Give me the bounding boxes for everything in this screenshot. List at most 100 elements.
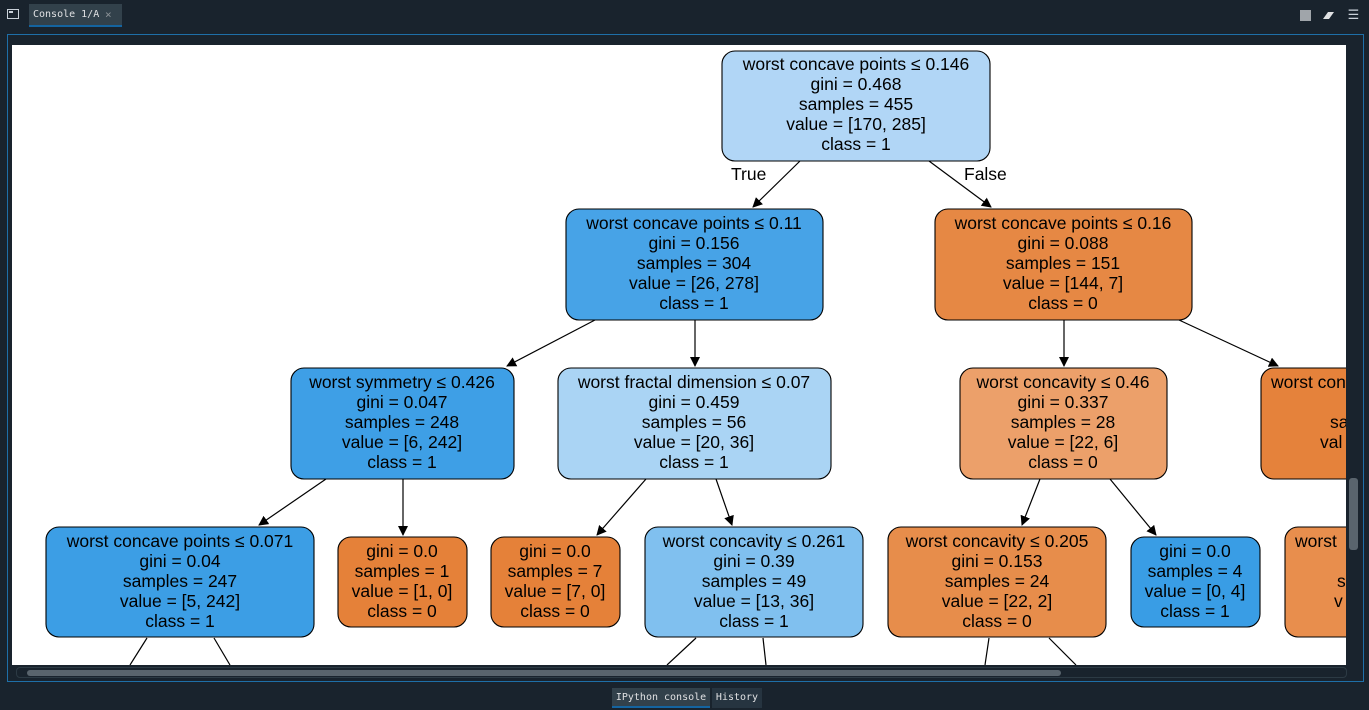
node-n10-line-4: class = 1	[719, 611, 789, 631]
edge-n4-n9	[596, 478, 647, 536]
node-n7-line-3: value = [5, 242]	[120, 591, 240, 611]
node-n11-line-0: worst concavity ≤ 0.205	[905, 531, 1089, 551]
tree-node-n1: worst concave points ≤ 0.11 gini = 0.156…	[565, 208, 824, 321]
horizontal-scroll-thumb[interactable]	[27, 670, 1061, 676]
node-n2-line-0: worst concave points ≤ 0.16	[954, 213, 1172, 233]
node-n12-line-0: gini = 0.0	[1159, 541, 1231, 561]
node-n2-line-1: gini = 0.088	[1018, 233, 1109, 253]
stop-icon[interactable]	[1300, 10, 1311, 21]
tab-console-label: Console 1/A	[33, 9, 100, 20]
edge-n5-n11	[1020, 478, 1041, 526]
node-n0-line-0: worst concave points ≤ 0.146	[742, 54, 970, 74]
node-n7-line-4: class = 1	[145, 611, 215, 631]
node-n6-line-3: val	[1320, 432, 1342, 452]
node-n7-line-1: gini = 0.04	[139, 551, 221, 571]
node-n2-line-2: samples = 151	[1006, 253, 1120, 273]
edge-n1-n3	[506, 319, 596, 367]
node-n7-line-2: samples = 247	[123, 571, 237, 591]
tab-console-1a[interactable]: Console 1/A ×	[29, 4, 122, 27]
node-n4-line-2: samples = 56	[642, 412, 747, 432]
node-n13-line-3: v	[1334, 591, 1343, 611]
node-n6-line-2: sa	[1330, 412, 1346, 432]
node-n1-line-3: value = [26, 278]	[629, 273, 759, 293]
node-n13-line-0: worst	[1294, 531, 1337, 551]
tree-node-n3: worst symmetry ≤ 0.426 gini = 0.047 samp…	[290, 367, 515, 480]
node-n2-line-4: class = 0	[1028, 293, 1098, 313]
edge-n0-n2	[928, 160, 992, 208]
node-n11-line-1: gini = 0.153	[952, 551, 1043, 571]
node-n1-line-0: worst concave points ≤ 0.11	[585, 213, 802, 233]
tree-node-n4: worst fractal dimension ≤ 0.07 gini = 0.…	[557, 367, 832, 480]
node-n3-line-4: class = 1	[367, 452, 437, 472]
edge-n7-down-b	[213, 637, 231, 665]
node-n0-line-4: class = 1	[821, 134, 891, 154]
node-n8-line-0: gini = 0.0	[366, 541, 438, 561]
node-n4-line-0: worst fractal dimension ≤ 0.07	[577, 372, 810, 392]
node-n9-line-1: samples = 7	[508, 561, 603, 581]
node-n3-line-0: worst symmetry ≤ 0.426	[308, 372, 495, 392]
window-icon[interactable]	[7, 9, 19, 19]
node-n7-line-0: worst concave points ≤ 0.071	[66, 531, 294, 551]
node-n6-line-0: worst con	[1270, 372, 1346, 392]
tree-node-n13-partial: worst s v	[1284, 526, 1346, 638]
node-n10-line-0: worst concavity ≤ 0.261	[662, 531, 846, 551]
tree-edges	[129, 160, 1279, 665]
node-n0-line-1: gini = 0.468	[811, 74, 902, 94]
edge-n10-down-b	[762, 637, 767, 665]
console-tab-bar: Console 1/A × ☰	[0, 0, 1369, 30]
node-n11-line-3: value = [22, 2]	[942, 591, 1052, 611]
menu-icon[interactable]: ☰	[1347, 8, 1360, 23]
node-n11-line-4: class = 0	[962, 611, 1032, 631]
edge-n3-n7	[258, 478, 327, 526]
edge-n7-down-a	[129, 637, 148, 665]
node-n10-line-2: samples = 49	[702, 571, 807, 591]
node-n5-line-2: samples = 28	[1011, 412, 1116, 432]
node-n0-line-2: samples = 455	[799, 94, 913, 114]
node-n12-line-1: samples = 4	[1148, 561, 1243, 581]
node-n4-line-1: gini = 0.459	[649, 392, 740, 412]
close-icon[interactable]: ×	[105, 8, 112, 21]
node-n1-line-4: class = 1	[659, 293, 729, 313]
node-n8-line-2: value = [1, 0]	[352, 581, 453, 601]
tab-history[interactable]: History	[712, 688, 762, 708]
vertical-scrollbar[interactable]	[1349, 36, 1359, 680]
node-n8-line-3: class = 0	[367, 601, 437, 621]
node-n8-line-1: samples = 1	[355, 561, 450, 581]
edge-n10-down-a	[666, 637, 697, 665]
horizontal-scrollbar[interactable]	[16, 667, 1347, 678]
tree-node-n2: worst concave points ≤ 0.16 gini = 0.088…	[934, 208, 1193, 321]
node-n5-line-3: value = [22, 6]	[1008, 432, 1118, 452]
tree-plot-output: True False worst concave points ≤ 0.146 …	[12, 45, 1346, 665]
node-n10-line-1: gini = 0.39	[713, 551, 794, 571]
node-n5-line-1: gini = 0.337	[1018, 392, 1109, 412]
decision-tree-figure: True False worst concave points ≤ 0.146 …	[45, 50, 1346, 665]
node-n0-line-3: value = [170, 285]	[786, 114, 926, 134]
node-n5-line-4: class = 0	[1028, 452, 1098, 472]
node-n4-line-4: class = 1	[659, 452, 729, 472]
node-n9-line-2: value = [7, 0]	[505, 581, 606, 601]
edge-n2-n6	[1178, 319, 1279, 367]
edge-n5-n12	[1109, 478, 1157, 536]
edge-label-false: False	[964, 164, 1007, 184]
edge-label-true: True	[731, 164, 766, 184]
tree-node-n10: worst concavity ≤ 0.261 gini = 0.39 samp…	[644, 526, 864, 638]
tab-ipython-console[interactable]: IPython console	[612, 688, 710, 708]
node-n10-line-3: value = [13, 36]	[694, 591, 814, 611]
tree-node-n6-partial: worst con sa val	[1260, 367, 1346, 480]
eraser-icon[interactable]	[1322, 9, 1335, 22]
node-n3-line-2: samples = 248	[345, 412, 459, 432]
tree-node-n5: worst concavity ≤ 0.46 gini = 0.337 samp…	[959, 367, 1168, 480]
edge-n0-n1	[752, 160, 801, 208]
tree-node-n12: gini = 0.0 samples = 4 value = [0, 4] cl…	[1130, 536, 1261, 628]
tree-node-n8: gini = 0.0 samples = 1 value = [1, 0] cl…	[337, 536, 468, 628]
node-n1-line-2: samples = 304	[637, 253, 752, 273]
node-n3-line-3: value = [6, 242]	[342, 432, 462, 452]
vertical-scroll-thumb[interactable]	[1349, 478, 1358, 550]
node-n5-line-0: worst concavity ≤ 0.46	[975, 372, 1149, 392]
node-n1-line-1: gini = 0.156	[649, 233, 740, 253]
edge-n11-down-b	[1048, 637, 1077, 665]
tree-node-n7: worst concave points ≤ 0.071 gini = 0.04…	[45, 526, 315, 638]
node-n11-line-2: samples = 24	[945, 571, 1050, 591]
node-n12-line-3: class = 1	[1160, 601, 1230, 621]
tree-node-n0: worst concave points ≤ 0.146 gini = 0.46…	[721, 50, 991, 162]
